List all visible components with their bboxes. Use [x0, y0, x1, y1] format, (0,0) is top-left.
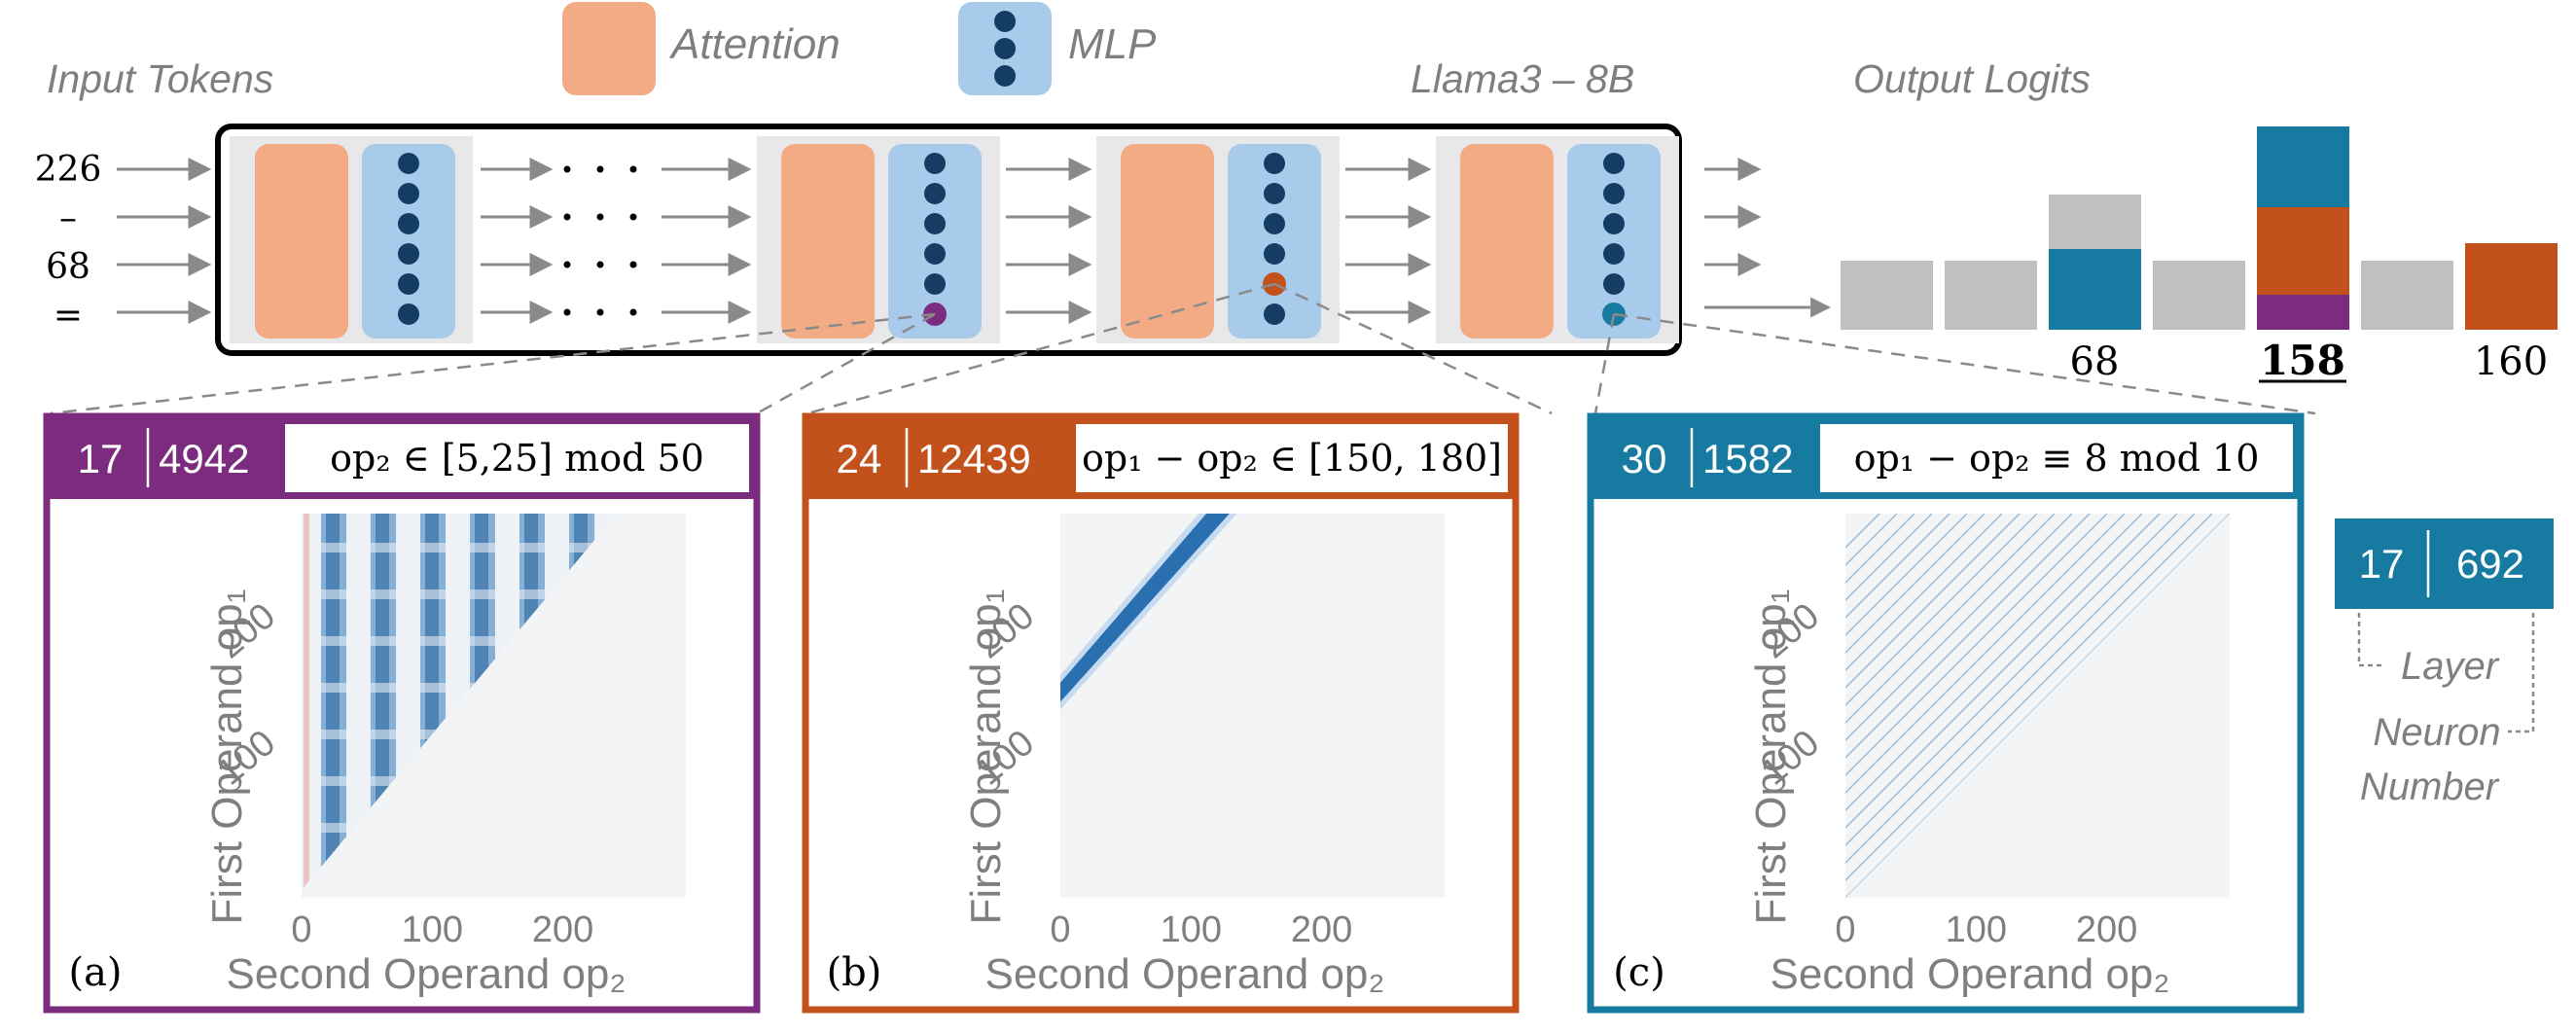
layer-block-1: [230, 136, 473, 343]
input-tokens-title: Input Tokens: [47, 56, 273, 101]
x-tick-label: 200: [1291, 909, 1352, 950]
panel-formula: op₁ − op₂ ∈ [150, 180]: [1082, 437, 1502, 480]
layer-block-3: [1096, 136, 1340, 343]
panel-neuron-number: 1582: [1702, 436, 1793, 481]
input-token: =: [54, 296, 83, 336]
x-tick-label: 200: [532, 909, 593, 950]
panel-formula: op₁ − op₂ ≡ 8 mod 10: [1854, 437, 2260, 480]
panel-label: (c): [1613, 950, 1665, 995]
panel-label: (a): [68, 950, 122, 995]
logit-bar: [2049, 195, 2141, 251]
mlp-block: [888, 144, 982, 339]
bar-label-160: 160: [2474, 339, 2548, 384]
y-axis-label: First Operand op₁: [962, 589, 1010, 925]
output-logits-title: Output Logits: [1853, 56, 2091, 101]
attention-block: [781, 144, 875, 339]
x-tick-label: 200: [2076, 909, 2137, 950]
panel-layer-number: 30: [1622, 436, 1667, 481]
y-axis-label: First Operand op₁: [203, 589, 251, 925]
logit-bar: [2257, 126, 2349, 209]
x-tick-label: 100: [1946, 909, 2007, 950]
input-token-list: 226 – 68 =: [35, 150, 102, 336]
panel-formula: op₂ ∈ [5,25] mod 50: [330, 437, 704, 480]
formula-box: [285, 424, 749, 492]
key-box: 17 692 Layer Neuron Number: [2335, 518, 2554, 808]
key-neuron-caption-2: Number: [2360, 766, 2500, 808]
logit-bar: [2257, 295, 2349, 330]
x-tick-label: 0: [1835, 909, 1855, 950]
y-axis-label: First Operand op₁: [1747, 589, 1795, 925]
logit-bar: [2361, 261, 2453, 330]
x-tick-label: 100: [402, 909, 463, 950]
legend-attention-label: Attention: [668, 20, 841, 68]
attention-block: [255, 144, 348, 339]
key-layer-number: 17: [2359, 541, 2405, 587]
formula-box: [1076, 424, 1508, 492]
logit-bar: [2153, 261, 2245, 330]
key-neuron-caption-1: Neuron: [2373, 711, 2500, 754]
output-bars: [1841, 126, 2558, 330]
bar-label-68: 68: [2070, 339, 2120, 384]
x-tick-label: 0: [291, 909, 311, 950]
layer-block-2: [757, 136, 1000, 343]
panel-layer-number: 17: [78, 436, 124, 481]
connector-lines: [50, 282, 2316, 415]
logit-bar: [2257, 207, 2349, 297]
logit-bar: [2049, 249, 2141, 330]
layer-arrows: [481, 158, 1762, 324]
ellipsis-dots: [563, 165, 637, 316]
input-arrows: [117, 158, 212, 324]
model-name: Llama3 – 8B: [1411, 56, 1634, 101]
key-neuron-number: 692: [2456, 541, 2524, 587]
input-token: –: [59, 198, 77, 238]
formula-box: [1820, 424, 2293, 492]
logit-bar: [2465, 243, 2558, 330]
legend-mlp-dots: [994, 11, 1016, 87]
x-tick-label: 100: [1161, 909, 1222, 950]
bar-label-158: 158: [2260, 337, 2345, 384]
legend-attention-swatch: [562, 2, 656, 95]
legend-mlp-label: MLP: [1068, 20, 1157, 68]
logit-bar: [1945, 261, 2037, 330]
x-tick-label: 0: [1050, 909, 1070, 950]
heatmap-pattern: [1060, 514, 1237, 710]
layer-block-4: [1436, 136, 1679, 343]
panel-neuron-number: 4942: [159, 436, 249, 481]
mlp-block: [1567, 144, 1661, 339]
x-axis-label: Second Operand op₂: [985, 950, 1385, 998]
panel-layer-number: 24: [837, 436, 882, 481]
attention-block: [1460, 144, 1554, 339]
key-layer-caption: Layer: [2401, 645, 2500, 688]
panel-label: (b): [827, 950, 882, 995]
x-axis-label: Second Operand op₂: [227, 950, 626, 998]
heatmap-area: [1060, 514, 1445, 898]
attention-block: [1121, 144, 1214, 339]
input-token: 226: [35, 150, 102, 190]
mlp-block: [362, 144, 455, 339]
input-token: 68: [46, 247, 90, 287]
panel-neuron-number: 12439: [917, 436, 1031, 481]
x-axis-label: Second Operand op₂: [1771, 950, 2170, 998]
logit-bar: [1841, 261, 1933, 330]
